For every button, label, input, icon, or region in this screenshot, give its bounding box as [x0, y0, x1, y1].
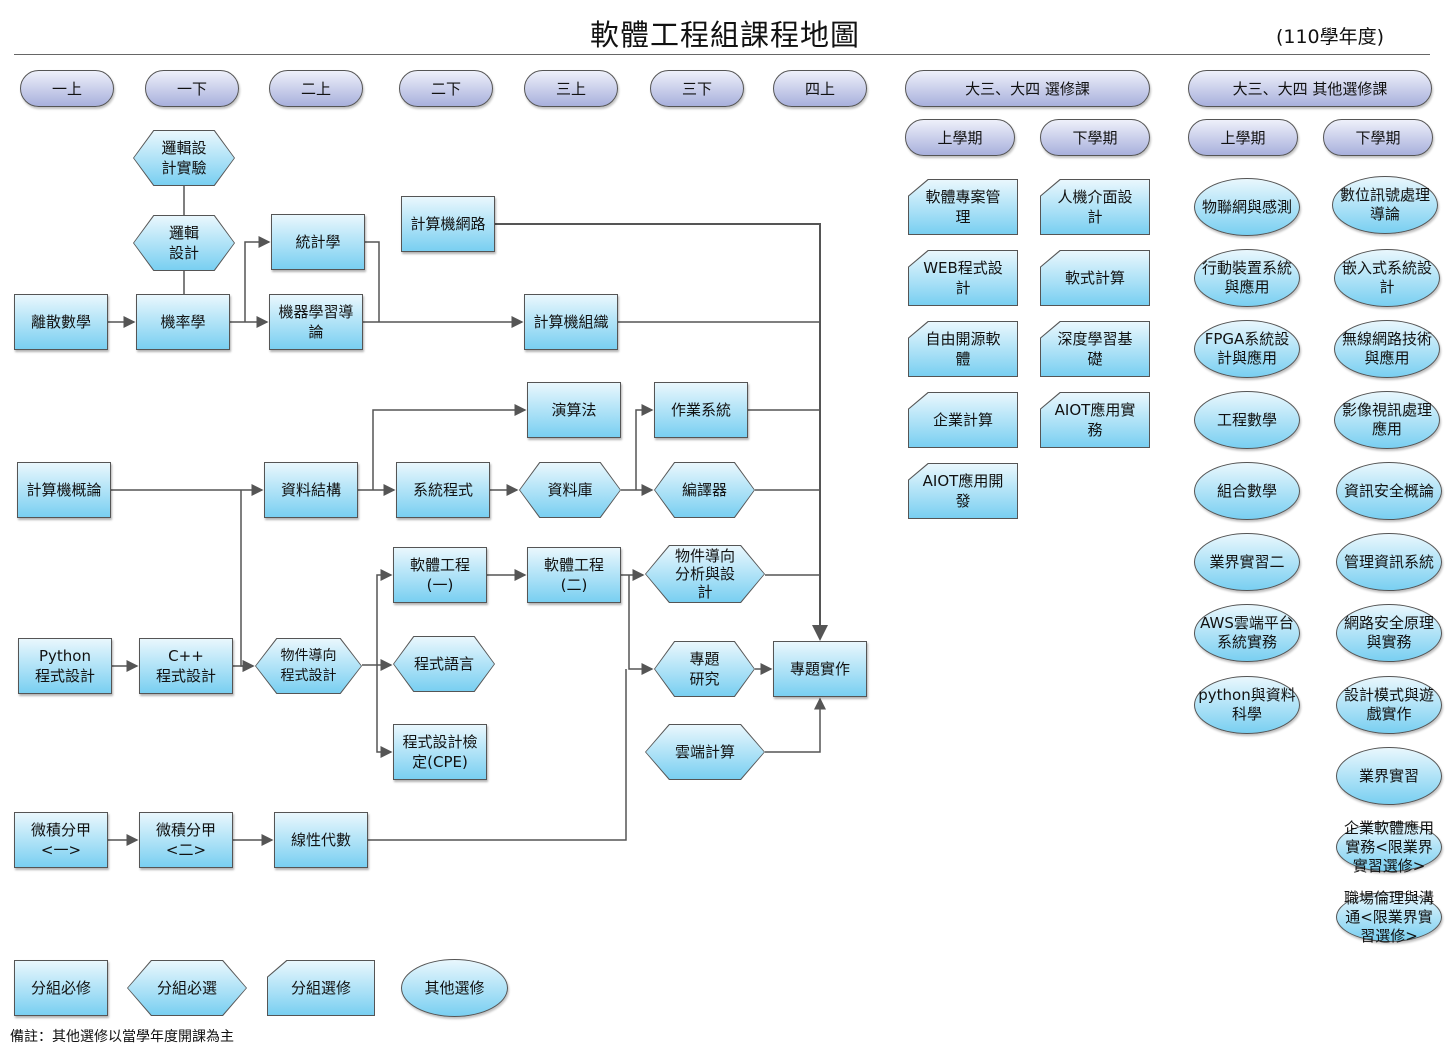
elective-course: 人機介面設 計 [1040, 179, 1150, 235]
course-algorithms: 演算法 [527, 382, 621, 438]
other-elective-course: 組合數學 [1194, 462, 1300, 520]
course-label: 物件導向 程式設計 [256, 639, 361, 693]
course-computer-network: 計算機網路 [401, 196, 495, 252]
course-database: 資料庫 [519, 462, 621, 518]
header-year2-spring: 二下 [399, 70, 493, 107]
header-other-electives: 大三、大四 其他選修課 [1188, 70, 1432, 107]
other-elective-course: 網路安全原理 與實務 [1336, 604, 1442, 662]
header-year2-fall: 二上 [269, 70, 363, 107]
header-year3-fall: 三上 [524, 70, 618, 107]
course-label: 軟體專案管 理 [909, 180, 1017, 234]
header-year1-fall: 一上 [20, 70, 114, 107]
course-label: 雲端計算 [646, 725, 764, 779]
course-capstone-project: 專題實作 [773, 641, 867, 697]
course-label: 編譯器 [655, 463, 754, 517]
other-elective-course: FPGA系統設 計與應用 [1194, 320, 1300, 378]
legend-required: 分組必修 [14, 960, 108, 1016]
elective-course: 企業計算 [908, 392, 1018, 448]
elective-course: 軟體專案管 理 [908, 179, 1018, 235]
course-data-structures: 資料結構 [264, 462, 358, 518]
header-year1-spring: 一下 [145, 70, 239, 107]
other-elective-course: 無線網路技術 與應用 [1334, 320, 1440, 378]
course-cpp: C++ 程式設計 [139, 638, 233, 694]
course-intro-cs: 計算機概論 [17, 462, 111, 518]
other-elective-course: 數位訊號處理 導論 [1332, 176, 1438, 234]
academic-year: (110學年度) [1275, 26, 1385, 48]
course-cloud-computing: 雲端計算 [645, 724, 765, 780]
course-computer-organization: 計算機組織 [524, 294, 618, 350]
other-elective-course: 影像視訊處理 應用 [1334, 391, 1440, 449]
course-logic-design: 邏輯 設計 [133, 215, 235, 271]
other-elective-course: 嵌入式系統設 計 [1334, 249, 1440, 307]
course-label: 資料庫 [520, 463, 620, 517]
other-elective-course: AWS雲端平台 系統實務 [1194, 604, 1300, 662]
course-research: 專題 研究 [654, 641, 755, 697]
elective-course: 軟式計算 [1040, 250, 1150, 306]
course-label: 程式語言 [394, 637, 494, 691]
course-label: 邏輯設 計實驗 [134, 131, 234, 185]
course-logic-lab: 邏輯設 計實驗 [133, 130, 235, 186]
legend-label: 分組必選 [128, 961, 246, 1015]
course-calculus-2: 微積分甲 <二> [139, 812, 233, 868]
course-label: 深度學習基 礎 [1041, 322, 1149, 376]
footnote: 備註：其他選修以當學年度開課為主 [10, 1029, 234, 1045]
course-compiler: 編譯器 [654, 462, 755, 518]
course-label: WEB程式設 計 [909, 251, 1017, 305]
elective-course: WEB程式設 計 [908, 250, 1018, 306]
course-python: Python 程式設計 [18, 638, 112, 694]
other-elective-course: 行動裝置系統 與應用 [1194, 249, 1300, 307]
course-label: 自由開源軟 體 [909, 322, 1017, 376]
course-label: 物件導向 分析與設 計 [646, 546, 764, 602]
elective-course: AIOT應用開 發 [908, 463, 1018, 519]
course-operating-systems: 作業系統 [654, 382, 748, 438]
header-elective-sem1: 上學期 [905, 119, 1015, 156]
legend-label: 分組選修 [268, 961, 374, 1015]
course-software-engineering-2: 軟體工程 (二) [527, 547, 621, 603]
other-elective-course: 設計模式與遊 戲實作 [1336, 676, 1442, 734]
other-elective-course: 職場倫理與溝 通<限業界實 習選修> [1336, 889, 1442, 945]
other-elective-course: 物聯網與感測 [1194, 178, 1300, 236]
course-calculus-1: 微積分甲 <一> [14, 812, 108, 868]
course-software-engineering-1: 軟體工程 (一) [393, 547, 487, 603]
course-label: 人機介面設 計 [1041, 180, 1149, 234]
header-other-sem2: 下學期 [1323, 119, 1433, 156]
other-elective-course: python與資料 科學 [1194, 676, 1300, 734]
other-elective-course: 管理資訊系統 [1336, 533, 1442, 591]
course-discrete-math: 離散數學 [14, 294, 108, 350]
other-elective-course: 業界實習 [1336, 747, 1442, 805]
course-label: 專題 研究 [655, 642, 754, 696]
other-elective-course: 工程數學 [1194, 391, 1300, 449]
course-label: 企業計算 [909, 393, 1017, 447]
course-oop: 物件導向 程式設計 [255, 638, 362, 694]
header-year3-spring: 三下 [650, 70, 744, 107]
elective-course: 自由開源軟 體 [908, 321, 1018, 377]
legend-other-elective: 其他選修 [401, 959, 508, 1017]
course-programming-languages: 程式語言 [393, 636, 495, 692]
header-other-sem1: 上學期 [1188, 119, 1298, 156]
header-year4-fall: 四上 [773, 70, 867, 107]
other-elective-course: 業界實習二 [1194, 533, 1300, 591]
course-label: 邏輯 設計 [134, 216, 234, 270]
course-statistics: 統計學 [271, 214, 365, 270]
other-elective-course: 企業軟體應用 實務<限業界 實習選修> [1336, 819, 1442, 875]
legend-elective: 分組選修 [267, 960, 375, 1016]
course-label: AIOT應用實 務 [1041, 393, 1149, 447]
elective-course: AIOT應用實 務 [1040, 392, 1150, 448]
course-system-programming: 系統程式 [396, 462, 490, 518]
header-elective-sem2: 下學期 [1040, 119, 1150, 156]
course-machine-learning: 機器學習導 論 [269, 294, 363, 350]
course-probability: 機率學 [136, 294, 230, 350]
course-ooad: 物件導向 分析與設 計 [645, 545, 765, 603]
legend-required-elective: 分組必選 [127, 960, 247, 1016]
course-cpe: 程式設計檢 定(CPE) [393, 724, 487, 780]
header-electives: 大三、大四 選修課 [905, 70, 1150, 107]
course-linear-algebra: 線性代數 [274, 812, 368, 868]
other-elective-course: 資訊安全概論 [1336, 462, 1442, 520]
page-title: 軟體工程組課程地圖 [589, 18, 860, 52]
course-label: AIOT應用開 發 [909, 464, 1017, 518]
title-divider [14, 54, 1430, 55]
elective-course: 深度學習基 礎 [1040, 321, 1150, 377]
course-label: 軟式計算 [1041, 251, 1149, 305]
